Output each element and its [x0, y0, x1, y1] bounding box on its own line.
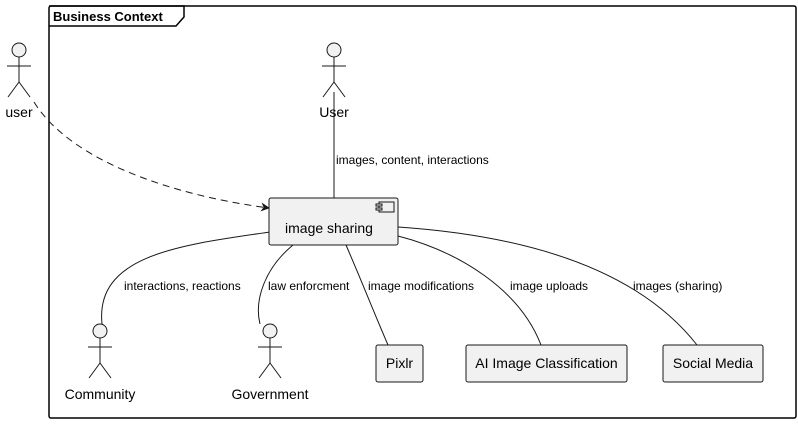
actor-government-label: Government	[231, 386, 308, 402]
actor-government-icon	[258, 323, 282, 379]
component-ai-image-classification[interactable]: AI Image Classification	[465, 344, 628, 383]
component-pixlr-label: Pixlr	[386, 355, 414, 371]
edge-label-community: interactions, reactions	[124, 279, 241, 293]
edge-sharing-to-government	[257, 244, 294, 325]
component-image-sharing-label: image sharing	[285, 220, 373, 236]
edges	[33, 92, 698, 346]
edge-outer-user-to-sharing	[33, 101, 270, 212]
business-context-frame: Business Context	[48, 5, 797, 419]
edge-sharing-to-pixlr	[345, 244, 389, 346]
edge-label-pixlr: image modifications	[368, 279, 474, 293]
component-social-media[interactable]: Social Media	[662, 344, 764, 383]
edge-sharing-to-community	[101, 231, 271, 325]
component-pixlr[interactable]: Pixlr	[375, 344, 424, 383]
actor-user: User	[319, 42, 349, 120]
actor-user-label: User	[319, 104, 349, 120]
actor-community-label: Community	[65, 386, 136, 402]
component-image-sharing[interactable]: image sharing	[268, 197, 399, 246]
edge-sharing-to-social	[397, 226, 698, 346]
edge-label-ai: image uploads	[510, 279, 588, 293]
edge-labels: images, content, interactions interactio…	[124, 153, 722, 293]
component-social-media-label: Social Media	[673, 355, 753, 371]
actor-outer-user-label: user	[5, 104, 33, 120]
edge-sharing-to-ai	[397, 235, 542, 346]
frame-title: Business Context	[53, 9, 163, 24]
component-icon	[375, 201, 395, 213]
actor-government: Government	[231, 323, 309, 402]
component-ai-image-classification-label: AI Image Classification	[475, 355, 617, 371]
actor-community-icon	[88, 323, 112, 379]
actor-user-icon	[322, 42, 346, 98]
actor-outer-user: user	[5, 42, 33, 120]
actor-outer-user-icon	[7, 42, 31, 98]
edge-label-government: law enforcment	[268, 279, 350, 293]
edge-label-social: images (sharing)	[633, 279, 722, 293]
actor-community: Community	[65, 323, 136, 402]
edge-label-user: images, content, interactions	[336, 153, 489, 167]
